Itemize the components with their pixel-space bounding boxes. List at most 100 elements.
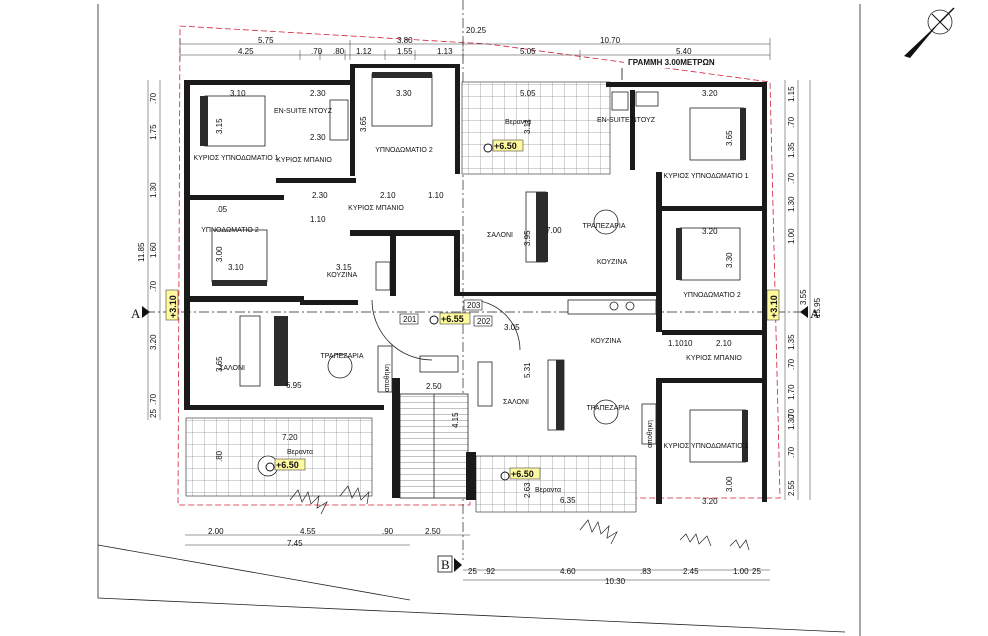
svg-text:25: 25 bbox=[149, 409, 158, 418]
svg-text:5.05: 5.05 bbox=[520, 47, 536, 56]
svg-text:3.00: 3.00 bbox=[725, 476, 734, 492]
svg-text:3.95: 3.95 bbox=[523, 230, 532, 246]
svg-text:.70: .70 bbox=[311, 47, 323, 56]
svg-text:2.63: 2.63 bbox=[523, 482, 532, 498]
svg-text:+6.55: +6.55 bbox=[441, 314, 464, 324]
svg-text:2.30: 2.30 bbox=[310, 133, 326, 142]
svg-text:.70: .70 bbox=[787, 446, 796, 458]
section-marker-b: B bbox=[437, 555, 462, 573]
room-bed2-top: ΥΠΝΟΔΩΜΑΤΙΟ 2 bbox=[375, 147, 433, 154]
flat-id-203: 203 bbox=[463, 299, 483, 311]
svg-text:2.45: 2.45 bbox=[683, 567, 699, 576]
svg-text:.83: .83 bbox=[640, 567, 652, 576]
svg-text:.80: .80 bbox=[215, 450, 224, 462]
svg-text:1.35: 1.35 bbox=[787, 142, 796, 158]
svg-text:+3.10: +3.10 bbox=[168, 295, 178, 318]
svg-text:5.31: 5.31 bbox=[523, 362, 532, 378]
svg-text:2.30: 2.30 bbox=[312, 191, 328, 200]
bottom-dimensions: 2.00 4.55 .90 2.50 7.45 25 .92 4.60 .83 … bbox=[185, 527, 770, 586]
room-living-bottom: ΣΑΛΟΝΙ bbox=[503, 399, 529, 406]
level-tag-veranda-left: +6.50 bbox=[265, 458, 306, 472]
svg-text:2.50: 2.50 bbox=[425, 527, 441, 536]
flat-id-201: 201 bbox=[399, 313, 419, 325]
svg-text:3.55: 3.55 bbox=[799, 289, 808, 305]
svg-text:2.10: 2.10 bbox=[380, 191, 396, 200]
svg-text:4.15: 4.15 bbox=[451, 412, 460, 428]
room-veranda-top: Βεραντα bbox=[505, 119, 531, 126]
svg-text:2.10: 2.10 bbox=[716, 339, 732, 348]
svg-text:25: 25 bbox=[752, 567, 761, 576]
right-dimensions: 1.15 .70 1.35 .70 1.30 1.00 1.35 .70 1.7… bbox=[784, 80, 822, 500]
room-master-bottom-right: ΚΥΡΙΟΣ ΥΠΝΟΔΩΜΑΤΙΟ 1 bbox=[663, 443, 748, 450]
room-bath-left: ΚΥΡΙΟΣ ΜΠΑΝΙΟ bbox=[276, 157, 332, 164]
setback-line-label: ΓΡΑΜΜΗ 3.00ΜΕΤΡΩΝ bbox=[621, 56, 715, 80]
room-dining-center: ΤΡΑΠΕΖΑΡΙΑ bbox=[582, 223, 625, 230]
svg-text:+6.50: +6.50 bbox=[511, 469, 534, 479]
room-kitchen-center: ΚΟΥΖΙΝΑ bbox=[597, 259, 628, 266]
room-veranda-bottom: Βεραντα bbox=[535, 487, 561, 494]
room-ensuite-right: EN-SUITE ΝΤΟΥΖ bbox=[597, 117, 656, 124]
entry-door-swing bbox=[371, 299, 521, 361]
room-storage-left: αποθηκη bbox=[384, 364, 391, 392]
svg-text:3.05: 3.05 bbox=[504, 323, 520, 332]
room-kitchen-right: ΚΟΥΖΙΝΑ bbox=[591, 338, 622, 345]
room-veranda-left: Βεραντα bbox=[287, 449, 313, 456]
svg-text:3.20: 3.20 bbox=[702, 497, 718, 506]
level-tag-right: +3.10 bbox=[766, 289, 780, 321]
level-tag-veranda-bottom: +6.50 bbox=[500, 467, 541, 481]
svg-text:3.15: 3.15 bbox=[336, 263, 352, 272]
svg-text:3.20: 3.20 bbox=[702, 227, 718, 236]
svg-text:B: B bbox=[441, 557, 450, 572]
svg-text:3.20: 3.20 bbox=[702, 89, 718, 98]
svg-text:2.00: 2.00 bbox=[208, 527, 224, 536]
room-dining-bottom: ΤΡΑΠΕΖΑΡΙΑ bbox=[586, 405, 629, 412]
svg-text:1.60: 1.60 bbox=[149, 242, 158, 258]
svg-text:3.20: 3.20 bbox=[149, 334, 158, 350]
svg-text:10.70: 10.70 bbox=[600, 36, 621, 45]
room-dining-left: ΤΡΑΠΕΖΑΡΙΑ bbox=[320, 353, 363, 360]
svg-text:20.25: 20.25 bbox=[466, 26, 487, 35]
svg-text:2.30: 2.30 bbox=[310, 89, 326, 98]
svg-text:3.10: 3.10 bbox=[228, 263, 244, 272]
room-living-left: ΣΑΛΟΝΙ bbox=[219, 365, 245, 372]
svg-text:1.15: 1.15 bbox=[787, 86, 796, 102]
svg-text:1.55: 1.55 bbox=[397, 47, 413, 56]
svg-text:6.95: 6.95 bbox=[286, 381, 302, 390]
svg-text:.90: .90 bbox=[382, 527, 394, 536]
north-arrow-icon bbox=[904, 7, 955, 58]
storage-box-right bbox=[641, 403, 657, 445]
svg-text:6.35: 6.35 bbox=[560, 496, 576, 505]
svg-text:1.30: 1.30 bbox=[149, 182, 158, 198]
room-master-left: ΚΥΡΙΟΣ ΥΠΝΟΔΩΜΑΤΙΟ 1 bbox=[193, 155, 278, 162]
svg-text:+3.10: +3.10 bbox=[769, 295, 779, 318]
svg-text:.70: .70 bbox=[787, 408, 796, 420]
svg-text:1.12: 1.12 bbox=[356, 47, 372, 56]
flat-id-202: 202 bbox=[473, 315, 493, 327]
room-bed2-right: ΥΠΝΟΔΩΜΑΤΙΟ 2 bbox=[683, 292, 741, 299]
svg-text:1.13: 1.13 bbox=[437, 47, 453, 56]
section-marker-a-left: A bbox=[131, 306, 150, 321]
svg-text:.70: .70 bbox=[787, 116, 796, 128]
svg-text:1.00: 1.00 bbox=[787, 228, 796, 244]
top-dimensions: 5.75 3.80 20.25 10.70 4.25 .70 .80 1.12 … bbox=[179, 26, 771, 60]
svg-text:202: 202 bbox=[477, 317, 491, 326]
svg-text:4.25: 4.25 bbox=[238, 47, 254, 56]
svg-text:10.30: 10.30 bbox=[605, 577, 626, 586]
svg-text:201: 201 bbox=[403, 315, 417, 324]
svg-text:11.85: 11.85 bbox=[137, 242, 146, 262]
room-bath-mid: ΚΥΡΙΟΣ ΜΠΑΝΙΟ bbox=[348, 205, 404, 212]
svg-text:.70: .70 bbox=[787, 358, 796, 370]
svg-text:3.65: 3.65 bbox=[215, 356, 224, 372]
svg-text:1.10: 1.10 bbox=[428, 191, 444, 200]
svg-text:5.75: 5.75 bbox=[258, 36, 274, 45]
room-ensuite-left: EN-SUITE ΝΤΟΥΖ bbox=[274, 108, 333, 115]
svg-text:+6.50: +6.50 bbox=[276, 460, 299, 470]
svg-text:A: A bbox=[131, 306, 141, 321]
site-boundary bbox=[97, 4, 861, 636]
level-tag-left: +3.10 bbox=[165, 289, 179, 321]
svg-text:2.50: 2.50 bbox=[426, 382, 442, 391]
section-marker-a-right: A bbox=[800, 306, 820, 321]
svg-text:3.80: 3.80 bbox=[397, 36, 413, 45]
svg-text:2.55: 2.55 bbox=[787, 480, 796, 496]
